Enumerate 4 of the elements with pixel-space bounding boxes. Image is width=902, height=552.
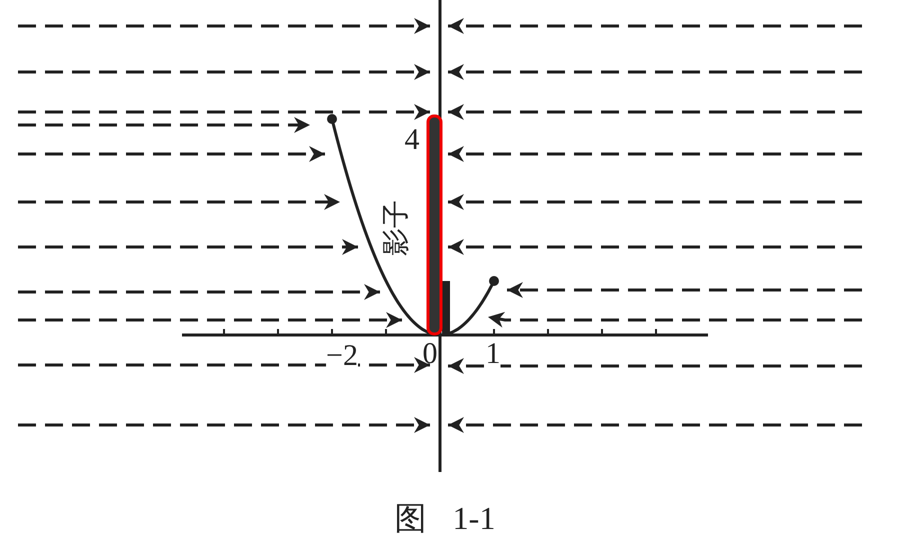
shadow-label: 影子 (382, 200, 410, 256)
axis-number: 0 (422, 339, 438, 369)
axis-number: 4 (404, 125, 420, 155)
figure-caption: 图 1-1 (394, 502, 496, 534)
